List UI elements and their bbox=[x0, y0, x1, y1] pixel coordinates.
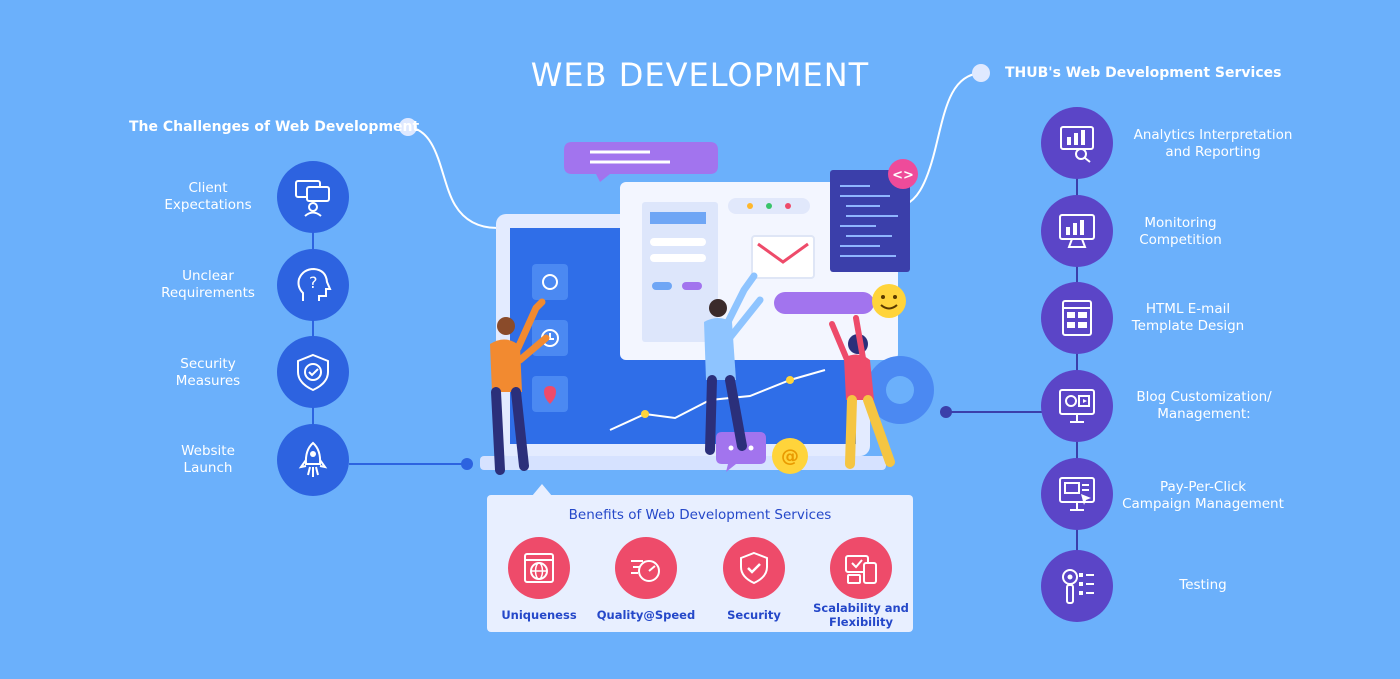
at-sign-icon bbox=[772, 438, 808, 474]
svg-text:?: ? bbox=[309, 273, 318, 292]
person-left-figure bbox=[490, 298, 550, 475]
search-bar bbox=[774, 292, 874, 314]
service-item-blog bbox=[1041, 370, 1113, 442]
testing-icon bbox=[1041, 550, 1113, 622]
chat-bubble-icon bbox=[716, 432, 766, 472]
service-label-testing: Testing bbox=[1179, 577, 1227, 593]
service-item-testing bbox=[1041, 550, 1113, 622]
monitor-chart-icon bbox=[1041, 195, 1113, 267]
service-label-monitoring: Monitoring Competition bbox=[1139, 215, 1222, 248]
challenge-label-website-launch: Website Launch bbox=[181, 443, 235, 476]
mail-icon bbox=[751, 235, 815, 279]
benefit-item-uniqueness bbox=[508, 537, 570, 599]
benefit-item-security bbox=[723, 537, 785, 599]
benefits-heading: Benefits of Web Development Services bbox=[568, 507, 832, 523]
smiley-icon bbox=[872, 284, 906, 318]
challenge-label-unclear-requirements: Unclear Requirements bbox=[161, 268, 255, 301]
benefits-panel: Benefits of Web Development Services Uni… bbox=[487, 495, 913, 632]
challenge-item-unclear-requirements: ? bbox=[277, 249, 349, 321]
service-item-ppc bbox=[1041, 458, 1113, 530]
globe-window-icon bbox=[508, 537, 570, 599]
email-template-icon bbox=[1041, 282, 1113, 354]
question-head-icon: ? bbox=[277, 249, 349, 321]
blog-icon bbox=[1041, 370, 1113, 442]
code-tag-icon bbox=[888, 159, 918, 189]
benefits-pointer bbox=[532, 484, 552, 496]
challenge-item-security-measures bbox=[277, 336, 349, 408]
challenge-item-website-launch bbox=[277, 424, 349, 496]
security-badge-icon bbox=[723, 537, 785, 599]
service-item-html-email bbox=[1041, 282, 1113, 354]
svg-text:<>: <> bbox=[892, 168, 914, 183]
feedback-icon bbox=[277, 161, 349, 233]
analytics-icon bbox=[1041, 107, 1113, 179]
benefit-label-quality-speed: Quality@Speed bbox=[596, 608, 696, 622]
shield-check-icon bbox=[277, 336, 349, 408]
svg-text:@: @ bbox=[781, 446, 799, 467]
service-item-analytics bbox=[1041, 107, 1113, 179]
person-center-figure bbox=[704, 272, 764, 455]
service-item-monitoring bbox=[1041, 195, 1113, 267]
services-heading: THUB's Web Development Services bbox=[1005, 65, 1282, 81]
devices-icon bbox=[830, 537, 892, 599]
service-label-ppc: Pay-Per-Click Campaign Management bbox=[1122, 479, 1284, 512]
ppc-icon bbox=[1041, 458, 1113, 530]
challenge-label-client-expectations: Client Expectations bbox=[164, 180, 252, 213]
rocket-icon bbox=[277, 424, 349, 496]
benefit-label-security: Security bbox=[727, 608, 781, 622]
service-label-html-email: HTML E-mail Template Design bbox=[1131, 301, 1245, 334]
page-title: WEB DEVELOPMENT bbox=[530, 56, 870, 94]
service-label-blog: Blog Customization/ Management: bbox=[1136, 389, 1272, 422]
benefit-label-uniqueness: Uniqueness bbox=[501, 608, 577, 622]
service-label-analytics: Analytics Interpretation and Reporting bbox=[1133, 127, 1293, 160]
person-right-figure bbox=[829, 315, 895, 469]
camera-tile-icon bbox=[532, 264, 568, 300]
laptop-base bbox=[480, 456, 886, 470]
challenge-item-client-expectations bbox=[277, 161, 349, 233]
speed-icon bbox=[615, 537, 677, 599]
challenge-label-security-measures: Security Measures bbox=[175, 356, 241, 389]
challenges-heading: The Challenges of Web Development bbox=[129, 119, 420, 135]
web-development-illustration: <> @ bbox=[480, 142, 934, 475]
benefit-label-scalability: Scalability and Flexibility bbox=[813, 601, 909, 629]
benefit-item-scalability bbox=[830, 537, 892, 599]
benefit-item-quality-speed bbox=[615, 537, 677, 599]
